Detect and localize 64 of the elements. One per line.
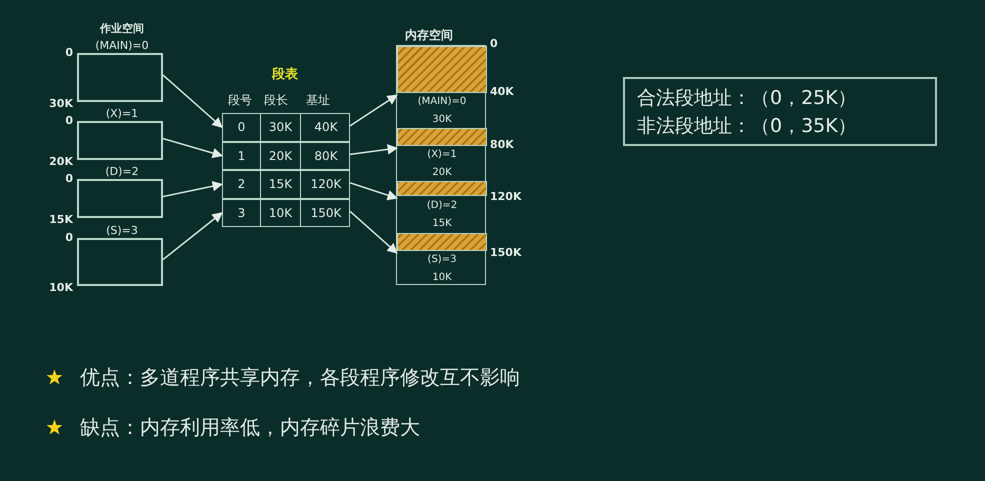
address-label: 0 [65, 46, 73, 59]
address-label: 15K [49, 213, 73, 226]
column-header: 段长 [264, 92, 288, 109]
heading: 内存空间 [405, 27, 453, 44]
address-label: 30K [49, 97, 73, 110]
segment-label: 20K [432, 166, 452, 178]
arrow [162, 74, 223, 128]
table-cell: 10K [261, 200, 301, 226]
table-cell: 30K [261, 114, 301, 140]
segment-label: (D)=2 [426, 200, 458, 211]
note-text: 合法段地址：（0，25K） [637, 86, 858, 110]
table-cell-text: 40K [313, 119, 339, 136]
address-label: 0 [65, 231, 73, 244]
segment-name: (D)=2 [104, 165, 140, 178]
address-label: 0 [65, 172, 73, 185]
table-cell: 2 [223, 171, 261, 198]
address-label: 20K [49, 155, 73, 168]
address-label: 10K [49, 281, 73, 294]
occupied-block [397, 233, 487, 251]
table-cell: 1 [223, 142, 261, 169]
column-header: 段号 [228, 92, 252, 109]
table-cell: 0 [223, 114, 261, 140]
table-row [222, 198, 350, 227]
occupied-block [397, 181, 487, 196]
occupied-block [397, 128, 487, 146]
heading: 段表 [272, 66, 298, 83]
address-label: 40K [490, 85, 514, 98]
table-row [222, 113, 350, 142]
segment-label: (X)=1 [427, 149, 457, 160]
segment-name: (S)=3 [105, 224, 139, 237]
table-cell: 15K [261, 171, 301, 198]
arrow [350, 210, 398, 254]
address-label: 0 [65, 114, 73, 127]
arrow [350, 182, 398, 200]
table-cell-text: 80K [313, 148, 339, 165]
table-row [222, 170, 350, 198]
segment-label: 10K [432, 272, 452, 283]
arrow [162, 181, 224, 198]
occupied-block [397, 46, 487, 93]
segment-name: (MAIN)=0 [94, 39, 150, 52]
address-label: 150K [490, 246, 522, 259]
arrow [350, 144, 398, 156]
table-cell-text: 120K [310, 176, 342, 194]
segment-label: 15K [432, 218, 452, 230]
table-cell: 3 [223, 200, 261, 226]
segment-label: 30K [432, 114, 452, 125]
arrow [162, 138, 223, 158]
table-row [222, 142, 350, 170]
note-text: 非法段地址：（0，35K） [637, 114, 858, 138]
table-cell: 20K [261, 142, 301, 169]
arrow [350, 94, 398, 126]
address-label: 120K [490, 190, 522, 203]
segment-label: (S)=3 [428, 254, 456, 266]
note-box [623, 77, 937, 146]
table-cell-text: 150K [310, 204, 342, 222]
segment-name: (X)=1 [104, 107, 140, 120]
segment-label: (MAIN)=0 [418, 96, 466, 108]
column-header: 基址 [306, 92, 330, 109]
bullet-text: 缺点：内存利用率低，内存碎片浪费大 [80, 414, 420, 441]
heading: 作业空间 [98, 21, 145, 36]
arrow [162, 212, 223, 260]
bullet-text: 优点：多道程序共享内存，各段程序修改互不影响 [80, 364, 520, 391]
address-label: 80K [490, 138, 514, 151]
address-label: 0 [490, 37, 498, 50]
